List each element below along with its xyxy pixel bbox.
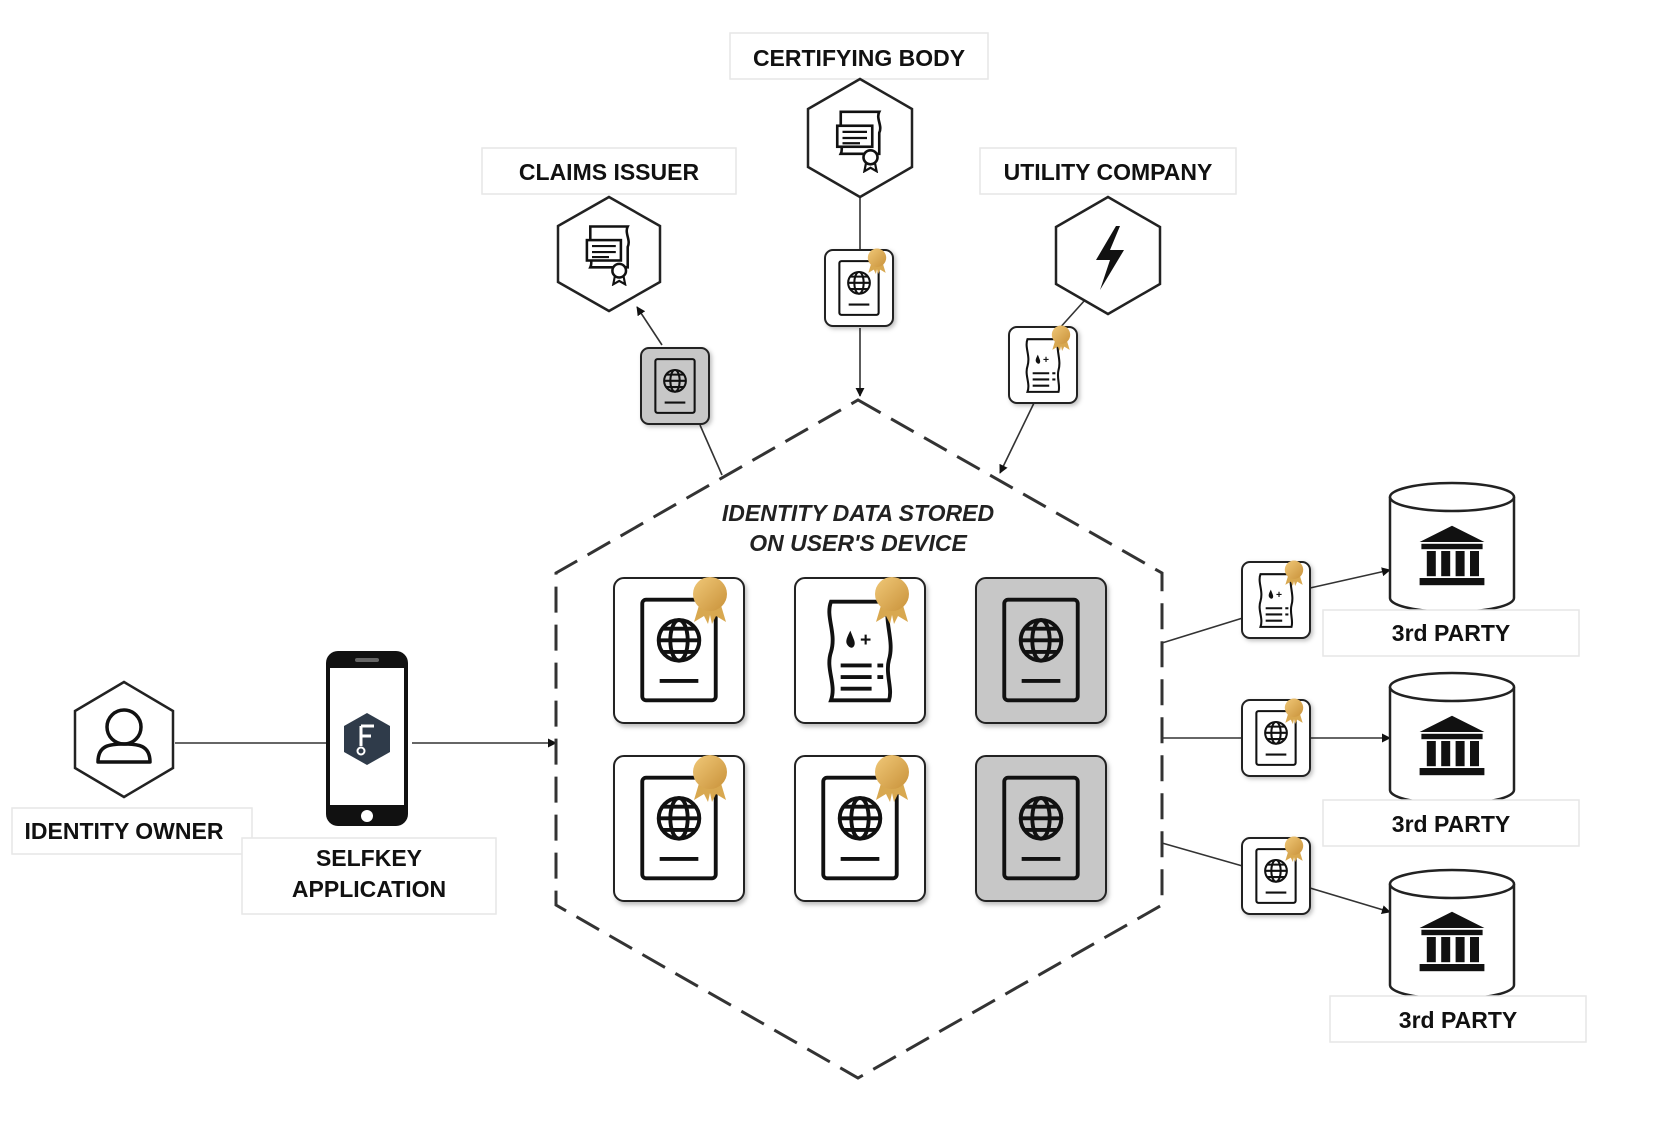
selfkey-app-phone[interactable]	[326, 651, 408, 826]
lightning-bolt-icon	[1096, 226, 1124, 290]
doc-to-tp1-arrow	[1309, 567, 1391, 589]
claims-issuer-node[interactable]	[556, 195, 662, 313]
third-party-1-node[interactable]	[1388, 481, 1516, 614]
utility-to-bill-line	[1057, 299, 1086, 331]
stored-passport-uncertified[interactable]	[975, 577, 1107, 724]
utility-company-label: UTILITY COMPANY	[1004, 159, 1213, 185]
claims-issuer-label-box	[481, 147, 737, 195]
doc-to-tp3-arrow	[1309, 887, 1391, 914]
utility-to-storage-arrow	[999, 402, 1035, 474]
certifying-body-label-box	[729, 32, 989, 80]
third-party-1-label-box	[1322, 609, 1580, 657]
identity-owner-node[interactable]	[73, 680, 175, 799]
selfkey-logo-icon	[344, 713, 390, 765]
utility-bill-doc[interactable]	[1008, 325, 1078, 404]
certifying-body-node[interactable]	[806, 77, 914, 199]
user-device-storage	[554, 398, 1164, 1080]
claims-issuer-label: CLAIMS ISSUER	[519, 159, 700, 185]
stored-passport-uncertified[interactable]	[975, 755, 1107, 902]
third-party-3-label: 3rd PARTY	[1399, 1007, 1517, 1033]
storage-title-line1: IDENTITY DATA STORED	[722, 500, 994, 526]
third-party-3-label-box	[1329, 995, 1587, 1043]
stored-passport-certified[interactable]	[613, 755, 745, 902]
selfkey-app-label-box	[241, 837, 497, 915]
storage-to-claims-arrow	[636, 306, 663, 346]
third-party-3-node[interactable]	[1388, 868, 1516, 1001]
identity-owner-label-box	[11, 807, 253, 855]
certified-passport-doc[interactable]	[824, 248, 894, 327]
person-icon	[96, 708, 152, 764]
third-party-2-node[interactable]	[1388, 671, 1516, 806]
storage-title-line2: ON USER'S DEVICE	[749, 530, 967, 556]
claim-passport-doc[interactable]	[640, 347, 710, 425]
stored-documents-grid	[613, 577, 1107, 902]
selfkey-app-label-line2: APPLICATION	[292, 876, 446, 902]
storage-to-doc-tp3-line	[1161, 842, 1247, 868]
certifying-body-label: CERTIFYING BODY	[753, 45, 965, 71]
shared-passport-doc-tp2[interactable]	[1241, 698, 1311, 777]
stored-passport-certified[interactable]	[794, 755, 926, 902]
identity-owner-label: IDENTITY OWNER	[25, 818, 224, 844]
third-party-2-label-box	[1322, 799, 1580, 847]
stored-passport-certified[interactable]	[613, 577, 745, 724]
utility-company-node[interactable]	[1054, 195, 1162, 316]
selfkey-app-label-line1: SELFKEY	[316, 845, 422, 871]
storage-to-doc-tp1-line	[1161, 616, 1247, 644]
third-party-1-label: 3rd PARTY	[1392, 620, 1510, 646]
shared-bill-doc-tp1[interactable]	[1241, 560, 1311, 639]
stored-utility-bill-certified[interactable]	[794, 577, 926, 724]
third-party-2-label: 3rd PARTY	[1392, 811, 1510, 837]
storage-to-claims-line-lower	[699, 424, 723, 476]
utility-company-label-box	[979, 147, 1237, 195]
shared-passport-doc-tp3[interactable]	[1241, 836, 1311, 915]
